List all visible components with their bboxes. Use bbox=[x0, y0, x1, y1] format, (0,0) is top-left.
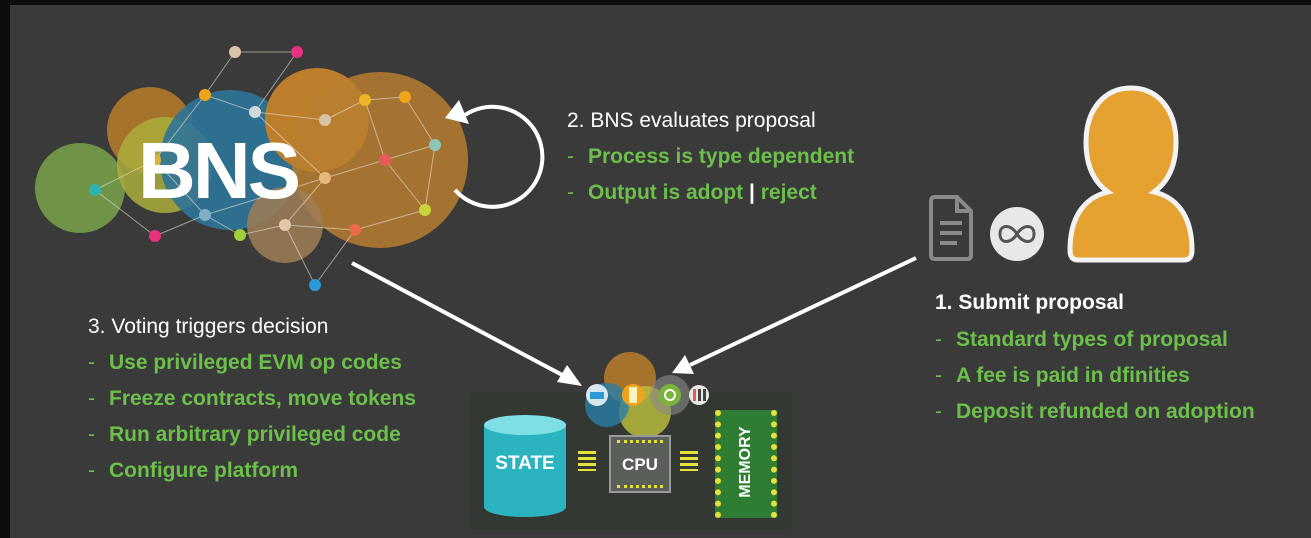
bus-connector-right bbox=[680, 451, 698, 471]
step3-title: 3. Voting triggers decision bbox=[88, 315, 329, 338]
list-item: -Output is adopt | reject bbox=[567, 181, 817, 204]
list-item: -Run arbitrary privileged code bbox=[88, 423, 401, 446]
bns-logo-text: BNS bbox=[138, 126, 299, 215]
list-item: -Freeze contracts, move tokens bbox=[88, 387, 416, 410]
list-item: -Process is type dependent bbox=[567, 145, 855, 168]
person-icon bbox=[1067, 85, 1195, 263]
memory-module: MEMORY bbox=[715, 410, 777, 518]
state-label: STATE bbox=[495, 453, 555, 474]
step1-bullets: -Standard types of proposal -A fee is pa… bbox=[935, 322, 1255, 430]
list-item: -Configure platform bbox=[88, 459, 298, 482]
cycle-arrow-icon bbox=[445, 100, 545, 209]
evm-cluster-logo bbox=[585, 352, 709, 438]
infinity-icon bbox=[990, 207, 1044, 261]
list-item: -Use privileged EVM op codes bbox=[88, 351, 402, 374]
flow-arrows bbox=[351, 256, 917, 386]
list-item: -Deposit refunded on adoption bbox=[935, 400, 1255, 423]
state-database: STATE bbox=[482, 413, 568, 519]
list-item: -Standard types of proposal bbox=[935, 328, 1228, 351]
diagram-slide: BNS 2. BNS evaluates proposal -Process i… bbox=[10, 5, 1311, 538]
memory-label: MEMORY bbox=[737, 426, 754, 498]
step2-bullets: -Process is type dependent -Output is ad… bbox=[567, 139, 854, 211]
bns-network-logo: BNS bbox=[35, 46, 468, 291]
network-nodes bbox=[89, 46, 441, 291]
cpu-label: CPU bbox=[622, 455, 658, 474]
step1-title: 1. Submit proposal bbox=[935, 291, 1125, 314]
cpu-chip: CPU bbox=[609, 435, 671, 493]
step2-title: 2. BNS evaluates proposal bbox=[567, 109, 816, 132]
bus-connector-left bbox=[578, 451, 596, 471]
list-item: -A fee is paid in dfinities bbox=[935, 364, 1190, 387]
document-icon bbox=[929, 195, 973, 261]
step3-bullets: -Use privileged EVM op codes -Freeze con… bbox=[88, 345, 416, 489]
